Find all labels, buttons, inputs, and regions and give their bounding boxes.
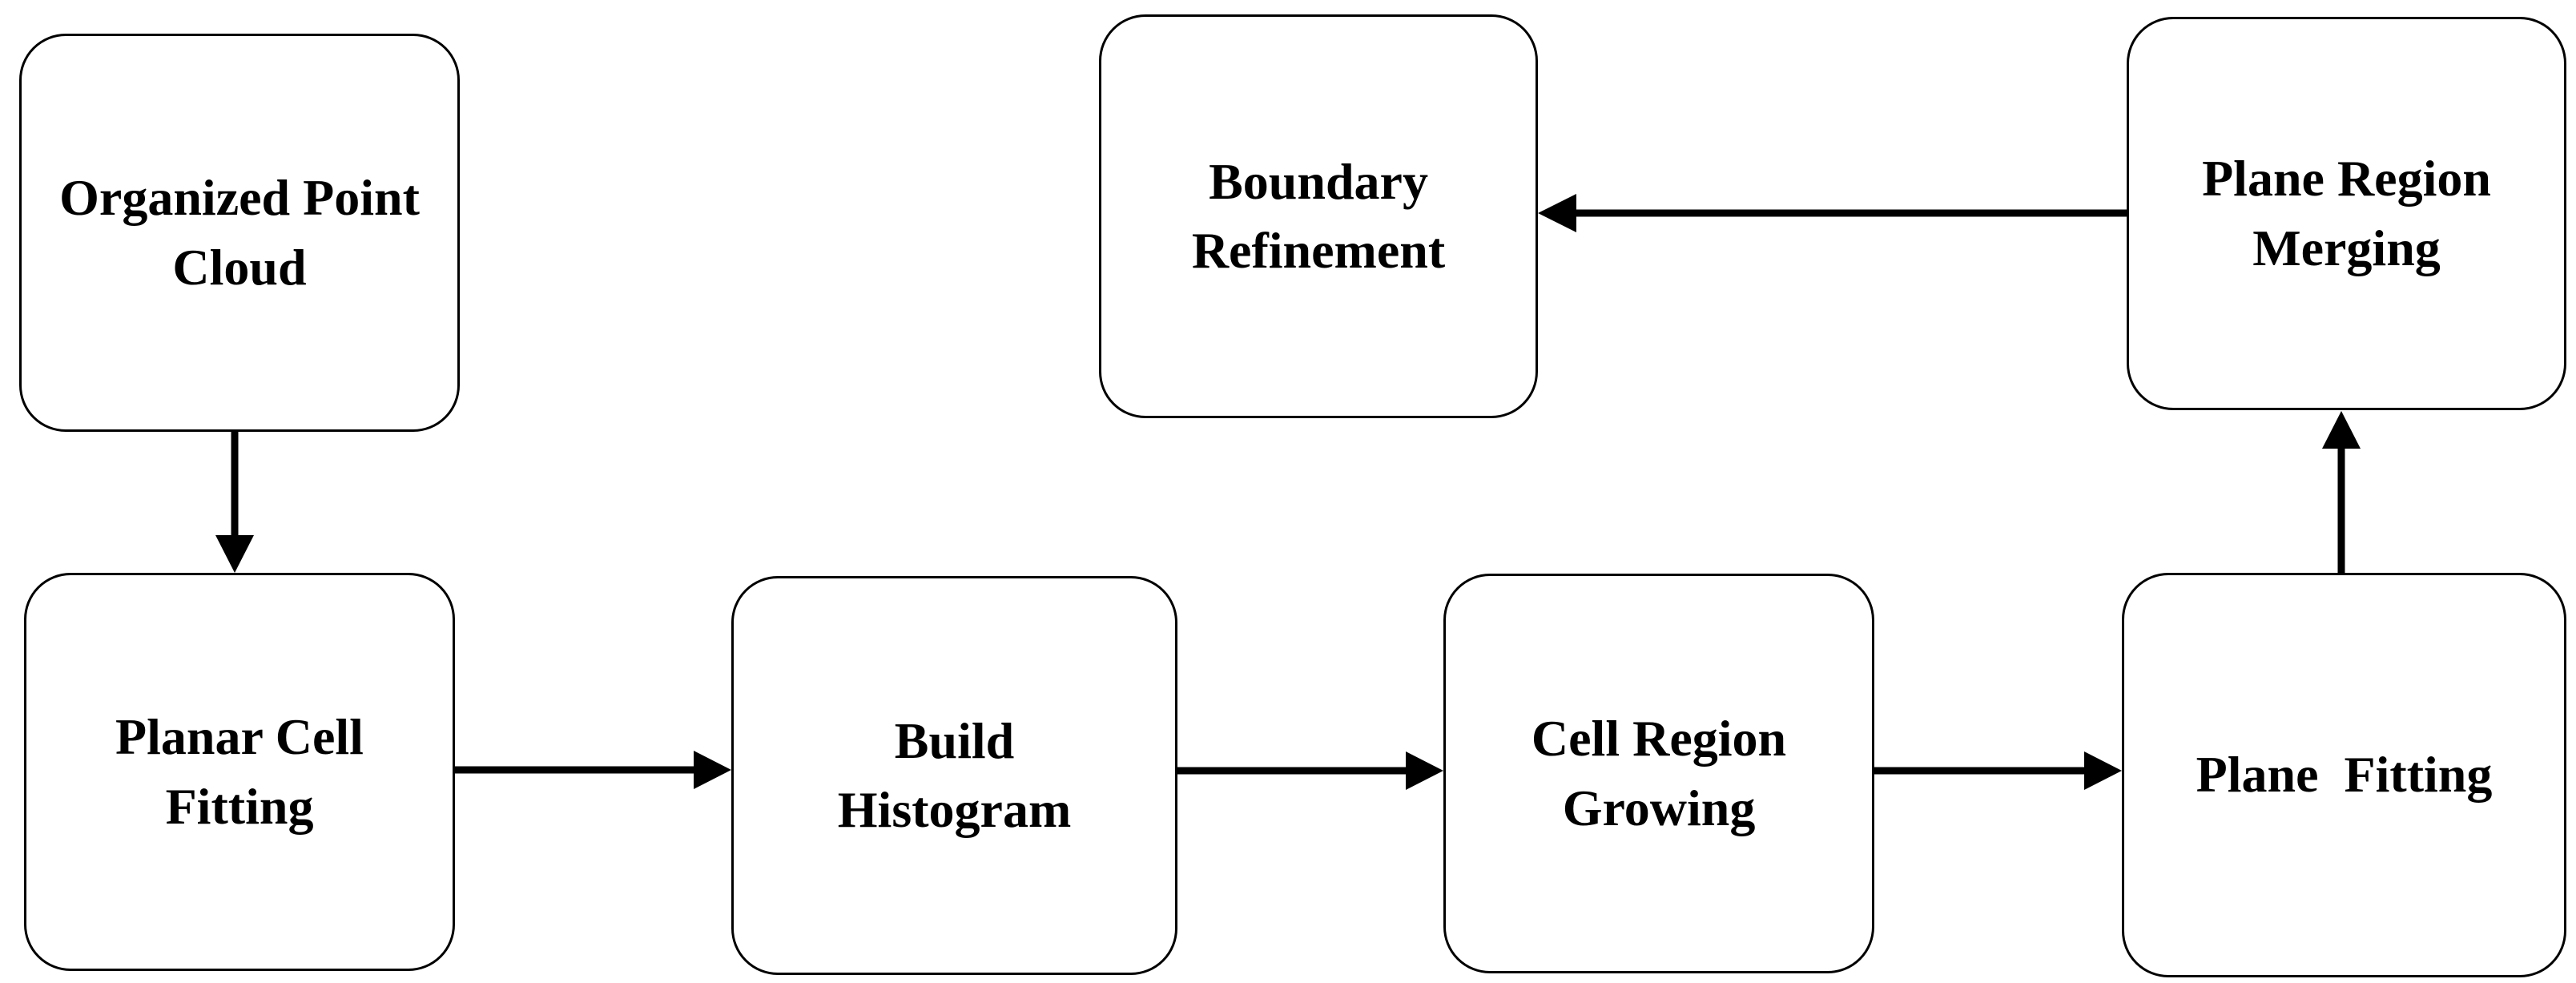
arrow-plane-fitting-to-plane-region-merging bbox=[2322, 411, 2361, 573]
arrow-plane-region-merging-to-boundary-refinement bbox=[1538, 194, 2127, 232]
node-label-boundary-refinement: Boundary Refinement bbox=[1191, 152, 1446, 279]
arrow-planar-cell-fitting-to-build-histogram bbox=[455, 751, 731, 789]
node-label-plane-region-merging: Plane Region Merging bbox=[2202, 150, 2491, 276]
node-plane-fitting: Plane Fitting bbox=[2122, 573, 2566, 977]
node-planar-cell-fitting: Planar Cell Fitting bbox=[24, 573, 455, 971]
arrow-build-histogram-to-cell-region-growing bbox=[1177, 751, 1443, 790]
node-label-cell-region-growing: Cell Region Growing bbox=[1531, 710, 1787, 836]
node-cell-region-growing: Cell Region Growing bbox=[1443, 574, 1874, 973]
arrow-cell-region-growing-to-plane-fitting bbox=[1874, 751, 2122, 790]
node-organized-point-cloud: Organized Point Cloud bbox=[19, 34, 460, 432]
node-build-histogram: Build Histogram bbox=[731, 576, 1177, 975]
node-label-plane-fitting: Plane Fitting bbox=[2196, 746, 2493, 804]
node-label-planar-cell-fitting: Planar Cell Fitting bbox=[115, 708, 364, 835]
node-label-organized-point-cloud: Organized Point Cloud bbox=[59, 169, 420, 296]
node-label-build-histogram: Build Histogram bbox=[837, 711, 1072, 838]
node-boundary-refinement: Boundary Refinement bbox=[1099, 14, 1538, 418]
node-plane-region-merging: Plane Region Merging bbox=[2127, 17, 2566, 410]
arrow-organized-point-cloud-to-planar-cell-fitting bbox=[215, 432, 254, 573]
